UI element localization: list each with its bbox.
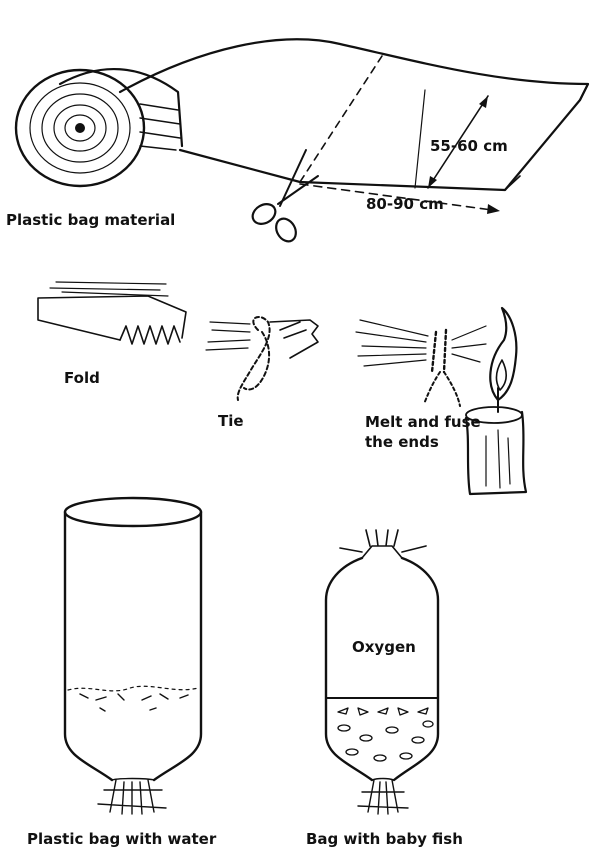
bag-with-fish-illustration [326,530,438,814]
width-label: 55-60 cm [430,137,508,155]
tie-illustration [206,317,318,400]
bag-water-label: Plastic bag with water [27,830,217,848]
melt-label-line2: the ends [365,433,439,451]
oxygen-label: Oxygen [352,638,416,656]
tie-label: Tie [218,412,244,430]
candle-icon [466,308,526,494]
melt-illustration [356,320,486,406]
bag-with-water-illustration [65,498,201,814]
fold-label: Fold [64,369,100,387]
bag-fish-label: Bag with baby fish [306,830,463,848]
roll-label: Plastic bag material [6,211,175,229]
scissors-icon [249,150,318,245]
fold-illustration [38,282,186,344]
melt-label-line1: Melt and fuse [365,413,481,431]
length-label: 80-90 cm [366,195,444,213]
